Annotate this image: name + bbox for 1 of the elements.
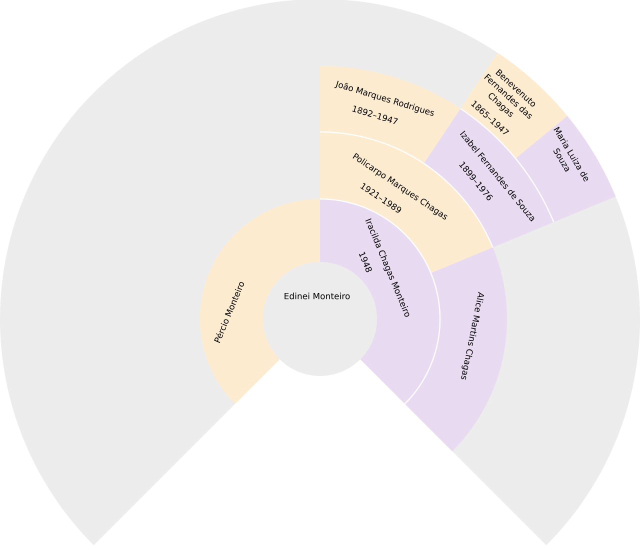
node-label: Alice Martins Chagas bbox=[461, 292, 484, 380]
